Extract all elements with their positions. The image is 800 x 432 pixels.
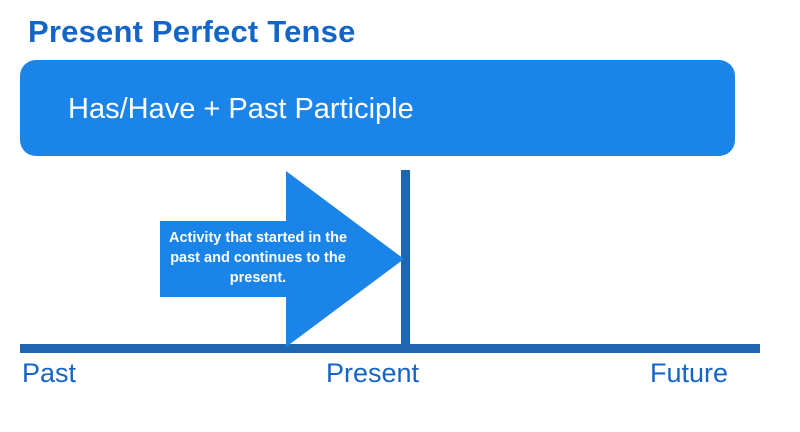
- timeline-arrow-label: Activity that started in the past and co…: [168, 230, 348, 286]
- timeline-axis: [20, 344, 760, 353]
- present-marker-tick: [401, 170, 410, 348]
- page-title: Present Perfect Tense: [28, 14, 356, 49]
- formula-text: Has/Have + Past Participle: [68, 93, 414, 125]
- timeline-label-past: Past: [22, 358, 77, 388]
- timeline-arrow-body: [160, 221, 286, 297]
- timeline-label-future: Future: [650, 358, 729, 388]
- formula-box: Has/Have + Past Participle: [20, 60, 735, 156]
- timeline-label-present: Present: [326, 358, 420, 388]
- timeline-arrow-head-icon: [286, 171, 404, 347]
